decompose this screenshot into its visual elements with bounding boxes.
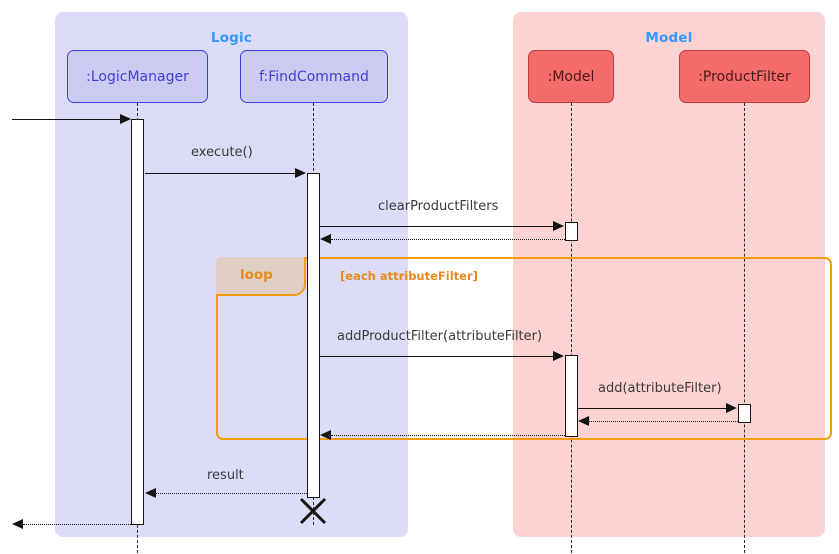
message-result-label: result xyxy=(207,468,244,483)
message-clearproductfilters-return-line xyxy=(331,239,565,240)
activation-productfilter-add xyxy=(738,404,751,423)
message-execute-arrowhead xyxy=(295,168,306,178)
activation-model-addfilter xyxy=(565,355,578,437)
message-exit-line xyxy=(23,524,131,525)
message-add-return-line xyxy=(589,421,738,422)
lifeline-productfilter xyxy=(744,103,745,553)
panel-model-title: Model xyxy=(645,30,693,46)
message-clearproductfilters-arrowhead xyxy=(553,221,564,231)
message-addproductfilter-arrowhead xyxy=(553,351,564,361)
message-execute-label: execute() xyxy=(191,145,253,160)
message-exit-arrowhead xyxy=(12,519,23,529)
message-addproductfilter-return-line xyxy=(331,435,565,436)
participant-findcommand[interactable]: f:FindCommand xyxy=(240,50,388,103)
message-addproductfilter-line xyxy=(320,356,555,357)
message-entry-arrowhead xyxy=(120,114,131,124)
message-entry-line xyxy=(12,119,122,120)
lifeline-model xyxy=(571,103,572,553)
activation-findcommand xyxy=(307,173,320,498)
participant-logicmanager-label: :LogicManager xyxy=(86,68,189,85)
fragment-loop xyxy=(216,257,832,440)
message-add-arrowhead xyxy=(726,403,737,413)
participant-findcommand-label: f:FindCommand xyxy=(259,68,369,85)
message-clearproductfilters-return-arrowhead xyxy=(320,234,331,244)
fragment-loop-tab xyxy=(216,257,306,296)
panel-logic-title: Logic xyxy=(210,30,253,46)
participant-productfilter-label: :ProductFilter xyxy=(698,68,791,85)
message-result-arrowhead xyxy=(145,488,156,498)
message-add-label: add(attributeFilter) xyxy=(598,381,722,396)
destroy-marker-findcommand xyxy=(297,495,329,527)
message-add-return-arrowhead xyxy=(578,416,589,426)
message-addproductfilter-return-arrowhead xyxy=(320,430,331,440)
message-addproductfilter-label: addProductFilter(attributeFilter) xyxy=(337,329,543,344)
fragment-loop-operator: loop xyxy=(240,267,273,283)
message-add-line xyxy=(578,408,728,409)
participant-logicmanager[interactable]: :LogicManager xyxy=(67,50,208,103)
participant-model[interactable]: :Model xyxy=(528,50,614,103)
activation-model-clear xyxy=(565,222,578,241)
message-execute-line xyxy=(145,173,297,174)
participant-productfilter[interactable]: :ProductFilter xyxy=(679,50,810,103)
message-result-line xyxy=(156,493,307,494)
fragment-loop-guard: [each attributeFilter] xyxy=(340,269,478,283)
message-clearproductfilters-line xyxy=(320,226,555,227)
participant-model-label: :Model xyxy=(547,68,595,85)
message-clearproductfilters-label: clearProductFilters xyxy=(378,199,499,214)
activation-logicmanager xyxy=(131,119,144,525)
